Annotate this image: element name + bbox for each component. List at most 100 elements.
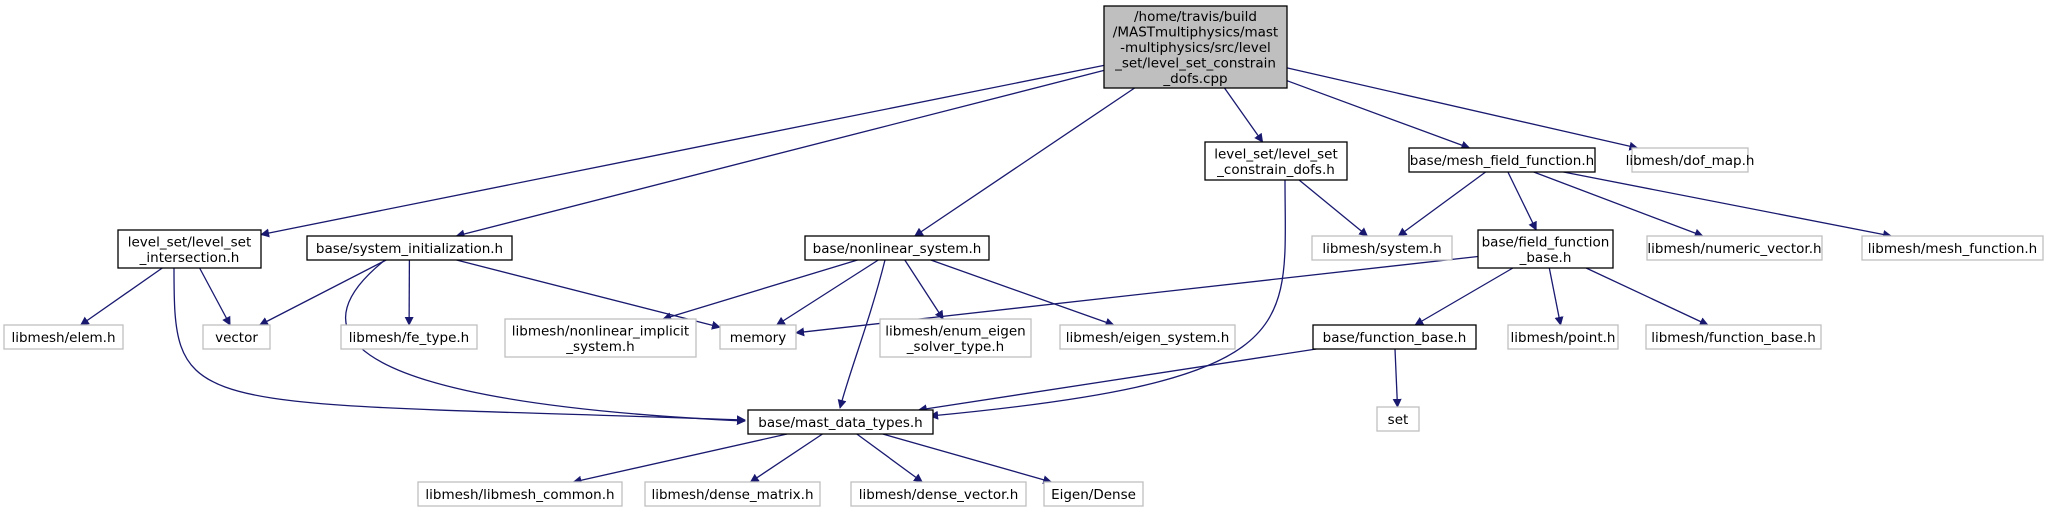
edge-mff-to-ffb <box>1507 171 1537 231</box>
node-eigsys: libmesh/eigen_system.h <box>1059 324 1236 350</box>
edge-lsi-to-mdt <box>173 267 746 425</box>
edge-mdt-to-common <box>572 433 788 485</box>
edge-line <box>749 433 823 483</box>
edge-line <box>79 267 163 326</box>
node-label-line: memory <box>730 330 786 346</box>
node-box <box>504 318 697 358</box>
edge-line <box>173 267 746 425</box>
node-box <box>1059 324 1236 350</box>
node-box <box>747 409 934 435</box>
node-box <box>719 324 797 350</box>
node-box <box>340 324 478 350</box>
edge-line <box>904 259 944 320</box>
node-root[interactable]: /home/travis/build/MASTmultiphysics/mast… <box>1103 5 1288 89</box>
node-eigdense: Eigen/Dense <box>1043 481 1144 507</box>
node-point: libmesh/point.h <box>1507 324 1619 350</box>
node-dvec: libmesh/dense_vector.h <box>850 481 1027 507</box>
edge-line <box>1286 67 1639 151</box>
node-box <box>1408 147 1596 173</box>
node-label-line: vector <box>215 330 258 346</box>
node-label-line: level_set/level_set <box>128 234 252 250</box>
node-system: libmesh/system.h <box>1311 235 1453 261</box>
node-nlimp: libmesh/nonlinear_implicit_system.h <box>504 318 697 358</box>
node-box <box>1376 406 1420 432</box>
node-lfb: libmesh/function_base.h <box>1645 324 1822 350</box>
node-box <box>202 324 271 350</box>
edge-sysinit-to-mdt <box>345 259 746 426</box>
node-box <box>1312 324 1477 350</box>
edge-line <box>837 259 886 409</box>
edge-ffb-to-lfb <box>1585 267 1709 326</box>
edge-line <box>662 259 858 321</box>
node-mdt[interactable]: base/mast_data_types.h <box>747 409 934 435</box>
edge-root-to-mff <box>1286 80 1471 150</box>
node-numvec: libmesh/numeric_vector.h <box>1646 235 1823 261</box>
node-box <box>879 318 1032 358</box>
node-sysinit[interactable]: base/system_initialization.h <box>306 235 513 261</box>
node-mff[interactable]: base/mesh_field_function.h <box>1408 147 1596 173</box>
edge-line <box>456 259 721 330</box>
node-label-line: _intersection.h <box>139 250 240 266</box>
node-box <box>3 324 124 350</box>
node-memory: memory <box>719 324 797 350</box>
node-label-line: /MASTmultiphysics/mast <box>1113 25 1278 41</box>
edge-line <box>1298 179 1369 237</box>
node-label-line: libmesh/mesh_function.h <box>1868 241 2037 257</box>
edge-line <box>856 433 923 483</box>
edge-lsi-to-vector <box>199 267 231 326</box>
edge-nls-to-memory <box>775 259 879 326</box>
node-label-line: libmesh/enum_eigen <box>885 323 1025 339</box>
node-box <box>1204 141 1348 181</box>
edge-ffb-to-fb <box>1414 267 1514 326</box>
node-ffb[interactable]: base/field_function_base.h <box>1477 229 1614 269</box>
edge-mff-to-system <box>1397 171 1486 237</box>
node-box <box>1645 324 1822 350</box>
node-fb[interactable]: base/function_base.h <box>1312 324 1477 350</box>
edge-lscd-to-mdt <box>929 179 1286 420</box>
node-label-line: libmesh/numeric_vector.h <box>1647 241 1821 257</box>
edge-line <box>775 259 879 326</box>
node-label-line: base/function_base.h <box>1323 330 1467 346</box>
edge-mdt-to-dmat <box>749 433 823 483</box>
edge-line <box>199 267 231 326</box>
edge-mdt-to-eigdense <box>882 433 1053 485</box>
edge-sysinit-to-vector <box>258 259 387 326</box>
edge-line <box>1392 348 1402 408</box>
node-dmat: libmesh/dense_matrix.h <box>644 481 821 507</box>
node-label-line: _set/level_set_constrain <box>1114 56 1276 72</box>
edge-fb-to-mdt <box>917 348 1317 414</box>
edge-root-to-lsi <box>260 64 1105 238</box>
node-label-line: base/field_function <box>1482 234 1610 250</box>
node-dofmap: libmesh/dof_map.h <box>1626 147 1754 173</box>
node-vector: vector <box>202 324 271 350</box>
node-label-line: _solver_type.h <box>906 339 1004 355</box>
node-meshfn: libmesh/mesh_function.h <box>1861 235 2044 261</box>
node-set: set <box>1376 406 1420 432</box>
node-label-line: libmesh/eigen_system.h <box>1066 330 1230 346</box>
edge-line <box>258 259 387 326</box>
edge-line <box>455 69 1105 239</box>
node-label-line: libmesh/nonlinear_implicit <box>512 323 689 339</box>
node-lscd[interactable]: level_set/level_set_constrain_dofs.h <box>1204 141 1348 181</box>
node-label-line: libmesh/elem.h <box>11 330 115 346</box>
node-nls[interactable]: base/nonlinear_system.h <box>804 235 990 261</box>
edge-line <box>1223 87 1264 143</box>
node-box <box>1043 481 1144 507</box>
edge-line <box>1563 171 1892 239</box>
edge-line <box>882 433 1053 485</box>
node-box <box>1861 235 2044 261</box>
edge-mff-to-numvec <box>1533 171 1704 238</box>
node-box <box>117 229 262 269</box>
edge-line <box>914 87 1135 237</box>
nodes-layer: /home/travis/build/MASTmultiphysics/mast… <box>3 5 2044 507</box>
node-label-line: base/nonlinear_system.h <box>813 241 982 257</box>
edge-line <box>260 64 1105 238</box>
node-lsi[interactable]: level_set/level_set_intersection.h <box>117 229 262 269</box>
edge-line <box>1548 267 1564 326</box>
node-label-line: _dofs.cpp <box>1162 71 1227 87</box>
node-label-line: libmesh/function_base.h <box>1651 330 1816 346</box>
node-label-line: _base.h <box>1519 250 1572 266</box>
edge-nls-to-enumeig <box>904 259 944 320</box>
edge-line <box>1414 267 1514 326</box>
